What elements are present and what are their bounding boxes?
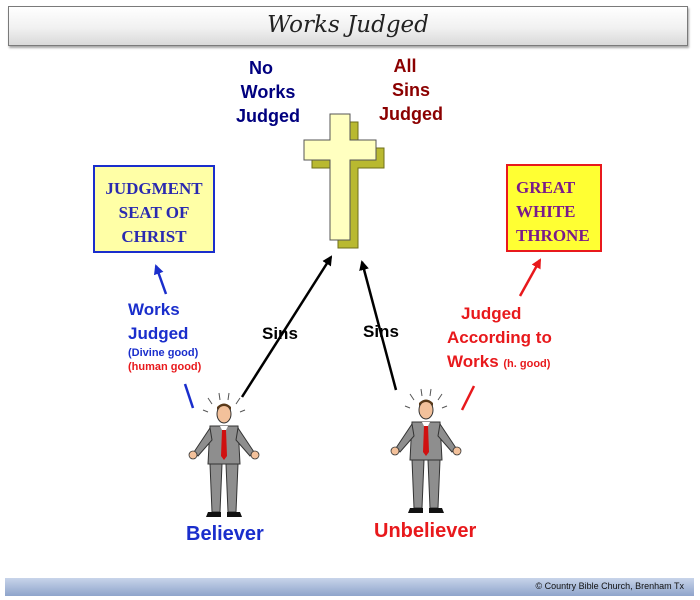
unbeliever-sins-arrow <box>359 260 398 391</box>
person-icon <box>390 388 462 514</box>
sins-right-label: Sins <box>363 322 399 341</box>
page-title: Works Judged <box>267 12 429 38</box>
works-judged-label: Works Judged (Divine good) (human good) <box>128 300 202 373</box>
judged-works-red-arrow-lower <box>460 385 476 411</box>
footer-copyright: © Country Bible Church, Brenham Tx <box>535 581 684 591</box>
judged-according-to-works-label: Judged According to Works (h. good) <box>447 304 552 371</box>
believer-sins-arrow <box>240 255 333 398</box>
cross-icon <box>303 113 385 249</box>
works-judged-blue-arrow-lower <box>183 383 195 409</box>
no-works-judged-label: No Works Judged <box>235 58 300 126</box>
all-sins-judged-label: All Sins Judged <box>378 56 443 124</box>
believer-label: Believer <box>186 523 264 545</box>
unbeliever-label: Unbeliever <box>374 520 477 542</box>
title-bar: Works Judged <box>8 6 688 46</box>
works-judged-blue-arrow <box>153 264 168 295</box>
judged-works-red-arrow <box>518 258 542 297</box>
judgment-seat-box: JUDGMENT SEAT OF CHRIST <box>93 165 215 253</box>
great-white-throne-box: GREAT WHITE THRONE <box>506 164 602 252</box>
footer-bar: © Country Bible Church, Brenham Tx <box>5 578 694 596</box>
sins-left-label: Sins <box>262 324 298 343</box>
person-icon <box>188 392 260 518</box>
